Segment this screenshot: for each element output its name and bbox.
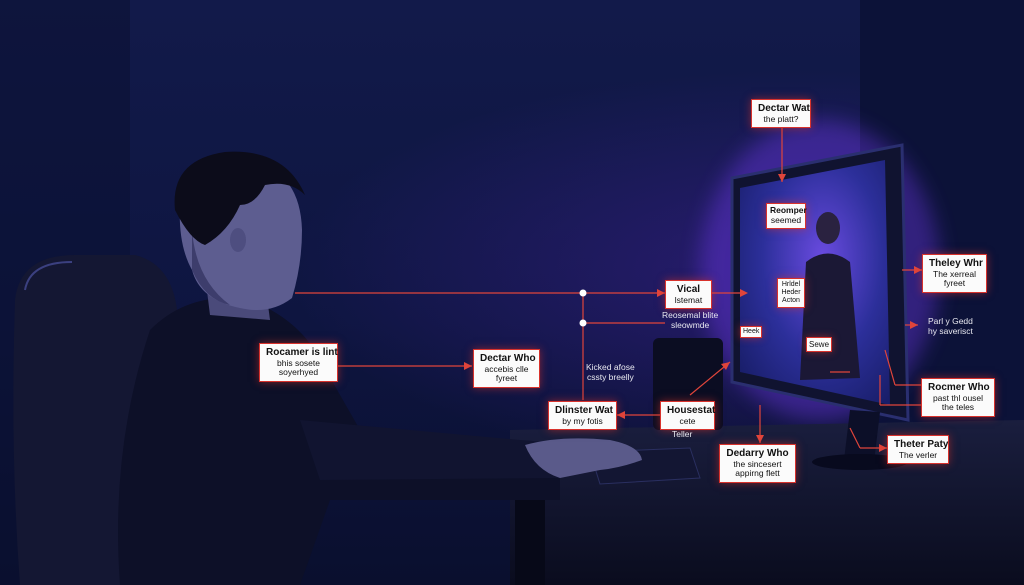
junction-dot (579, 319, 587, 327)
note-line: cssty breelly (586, 372, 634, 383)
label-screen-left: Heek (740, 326, 762, 339)
label-center-top: Vical lstemat (665, 280, 712, 310)
label-title: Dedarry Who (726, 448, 789, 459)
label-title: Sewe (809, 340, 830, 349)
label-subtitle: Acton (782, 297, 800, 305)
connector-arrows (464, 174, 922, 452)
label-title: Reomper (770, 205, 807, 215)
label-subtitle: the teles (941, 402, 975, 413)
label-bottom-left: Dlinster Wat by my fotis (548, 401, 617, 431)
label-chair-note: Rocamer is lint bhis sosete soyerhyed (259, 343, 338, 383)
label-right-top: Theley Whr The xerreal fyreet (922, 254, 987, 294)
label-subtitle: bhis sosete (277, 357, 320, 368)
label-subtitle: appirng flett (735, 468, 780, 479)
label-title: Rocmer Who (928, 382, 990, 393)
label-title: Heek (743, 328, 760, 335)
label-subtitle: the sincesert (733, 458, 782, 469)
label-subtitle: past thl ousel (932, 392, 984, 403)
label-title: Rocamer is lint (266, 347, 338, 358)
label-subtitle: soyerhyed (278, 367, 319, 378)
label-title: Dlinster Wat (555, 405, 613, 416)
label-title: Vical (676, 284, 701, 295)
person-hair (174, 151, 305, 245)
label-screen-bottom: Sewe (806, 337, 832, 353)
label-subtitle: seemed (770, 214, 802, 225)
note-line: Kicked afose (586, 362, 635, 372)
label-title: Theley Whr (929, 258, 983, 269)
label-subtitle: fyreet (495, 373, 518, 384)
label-right-mid: Rocmer Who past thl ousel the teles (921, 378, 995, 418)
monitor-stand (844, 410, 880, 462)
person-face-shadow (192, 230, 230, 305)
label-title: Theter Paty (894, 439, 949, 450)
label-title: Dectar Who (480, 353, 536, 364)
label-bottom-mid: Housestat cete (660, 401, 716, 431)
floating-note-teller: Teller (672, 429, 692, 439)
label-subtitle: Heder (781, 289, 801, 297)
label-right-bottom: Theter Paty The verler (887, 435, 949, 465)
monitor-base (812, 454, 908, 470)
label-subtitle: lstemat (674, 294, 703, 305)
label-subtitle: fyreet (943, 278, 966, 289)
label-subtitle: by my fotis (562, 415, 603, 426)
label-subtitle: cete (679, 415, 696, 426)
note-line: hy saverisct (928, 326, 973, 337)
floating-note-center: Reosemal blite sleowmde (662, 310, 718, 330)
label-title: Housestat (667, 405, 716, 416)
note-line: Reosemal blite (662, 310, 719, 320)
person-hand (525, 438, 642, 478)
label-subtitle: the platt? (763, 113, 799, 124)
label-screen-mid: Hrldel Heder Acton (777, 278, 805, 309)
label-top-monitor: Dectar Wat the platt? (751, 99, 811, 129)
person-ear (230, 228, 246, 252)
label-title: Hrldel (781, 281, 801, 288)
floating-note-right: Parl y Gedd hy saverisct (928, 316, 973, 336)
label-subtitle: The verler (898, 449, 938, 460)
label-bottom-center: Dedarry Who the sincesert appirng flett (719, 444, 796, 484)
label-subtitle: accebis clle (484, 363, 529, 374)
label-screen-top: Reomper seemed (766, 203, 807, 229)
floating-note-kicked: Kicked afose cssty breelly (586, 362, 635, 382)
label-subtitle: The xerreal (933, 268, 976, 279)
label-center-left: Dectar Who accebis clle fyreet (473, 349, 540, 389)
person-arm (300, 420, 600, 480)
chair-highlight (24, 261, 73, 291)
note-line: Teller (672, 429, 693, 439)
note-line: Parl y Gedd (928, 316, 973, 326)
junction-dot (579, 289, 587, 297)
note-line: sleowmde (670, 320, 710, 331)
label-title: Dectar Wat (758, 103, 810, 114)
